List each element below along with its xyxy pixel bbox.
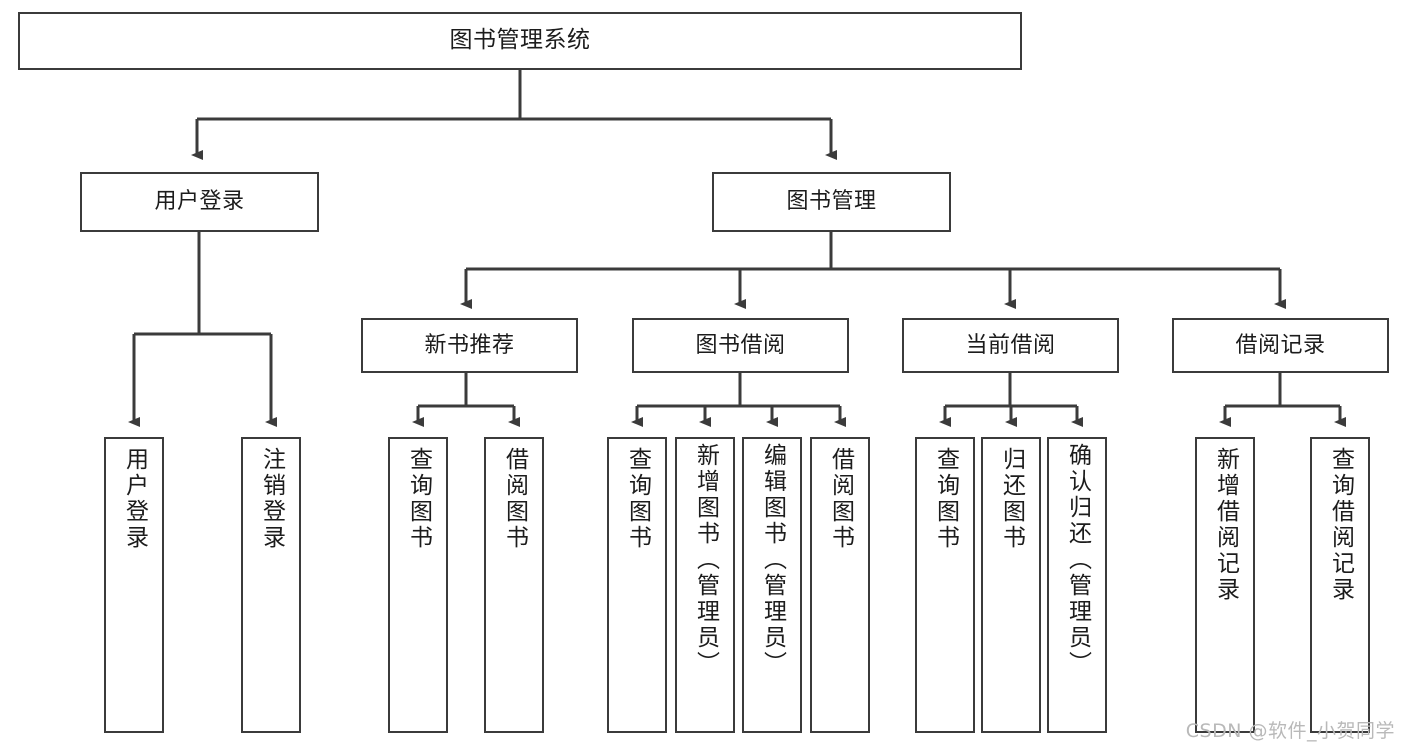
node-label: 用户登录 (121, 447, 148, 551)
node-label: 归还图书 (998, 447, 1025, 551)
node-label: 图书管理系统 (449, 27, 591, 54)
node-label: 用户登录 (154, 189, 245, 215)
node-label: 借阅记录 (1235, 332, 1326, 358)
node-user-login[interactable]: 用户登录 (80, 172, 319, 232)
leaf-current-borrow-return[interactable]: 归还图书 (981, 437, 1041, 733)
node-label: 新增图书（管理员） (692, 443, 719, 677)
node-label: 借阅图书 (501, 447, 528, 551)
leaf-book-borrow-borrow[interactable]: 借阅图书 (810, 437, 870, 733)
node-label: 新书推荐 (424, 332, 515, 358)
node-label: 编辑图书（管理员） (759, 443, 786, 677)
node-label: 图书借阅 (695, 332, 786, 358)
node-label: 确认归还（管理员） (1064, 443, 1091, 677)
leaf-user-login-logout[interactable]: 注销登录 (241, 437, 301, 733)
leaf-current-borrow-confirm[interactable]: 确认归还（管理员） (1047, 437, 1107, 733)
leaf-current-borrow-query[interactable]: 查询图书 (915, 437, 975, 733)
node-book-management[interactable]: 图书管理 (712, 172, 951, 232)
node-current-borrow[interactable]: 当前借阅 (902, 318, 1119, 373)
node-new-book-recommend[interactable]: 新书推荐 (361, 318, 578, 373)
node-label: 查询图书 (932, 447, 959, 551)
leaf-borrow-record-add[interactable]: 新增借阅记录 (1195, 437, 1255, 733)
leaf-new-book-borrow[interactable]: 借阅图书 (484, 437, 544, 733)
node-label: 新增借阅记录 (1212, 447, 1239, 603)
node-label: 查询图书 (405, 447, 432, 551)
node-book-borrow[interactable]: 图书借阅 (632, 318, 849, 373)
leaf-book-borrow-edit[interactable]: 编辑图书（管理员） (742, 437, 802, 733)
leaf-borrow-record-query[interactable]: 查询借阅记录 (1310, 437, 1370, 733)
watermark: CSDN @软件_小贺同学 (1185, 720, 1395, 742)
node-root-book-management-system[interactable]: 图书管理系统 (18, 12, 1022, 70)
leaf-book-borrow-add[interactable]: 新增图书（管理员） (675, 437, 735, 733)
node-label: 查询借阅记录 (1327, 447, 1354, 603)
node-borrow-record[interactable]: 借阅记录 (1172, 318, 1389, 373)
node-label: 注销登录 (258, 447, 285, 551)
node-label: 图书管理 (786, 189, 877, 215)
node-label: 当前借阅 (965, 332, 1056, 358)
node-label: 查询图书 (624, 447, 651, 551)
leaf-user-login-login[interactable]: 用户登录 (104, 437, 164, 733)
leaf-new-book-query[interactable]: 查询图书 (388, 437, 448, 733)
node-label: 借阅图书 (827, 447, 854, 551)
leaf-book-borrow-query[interactable]: 查询图书 (607, 437, 667, 733)
